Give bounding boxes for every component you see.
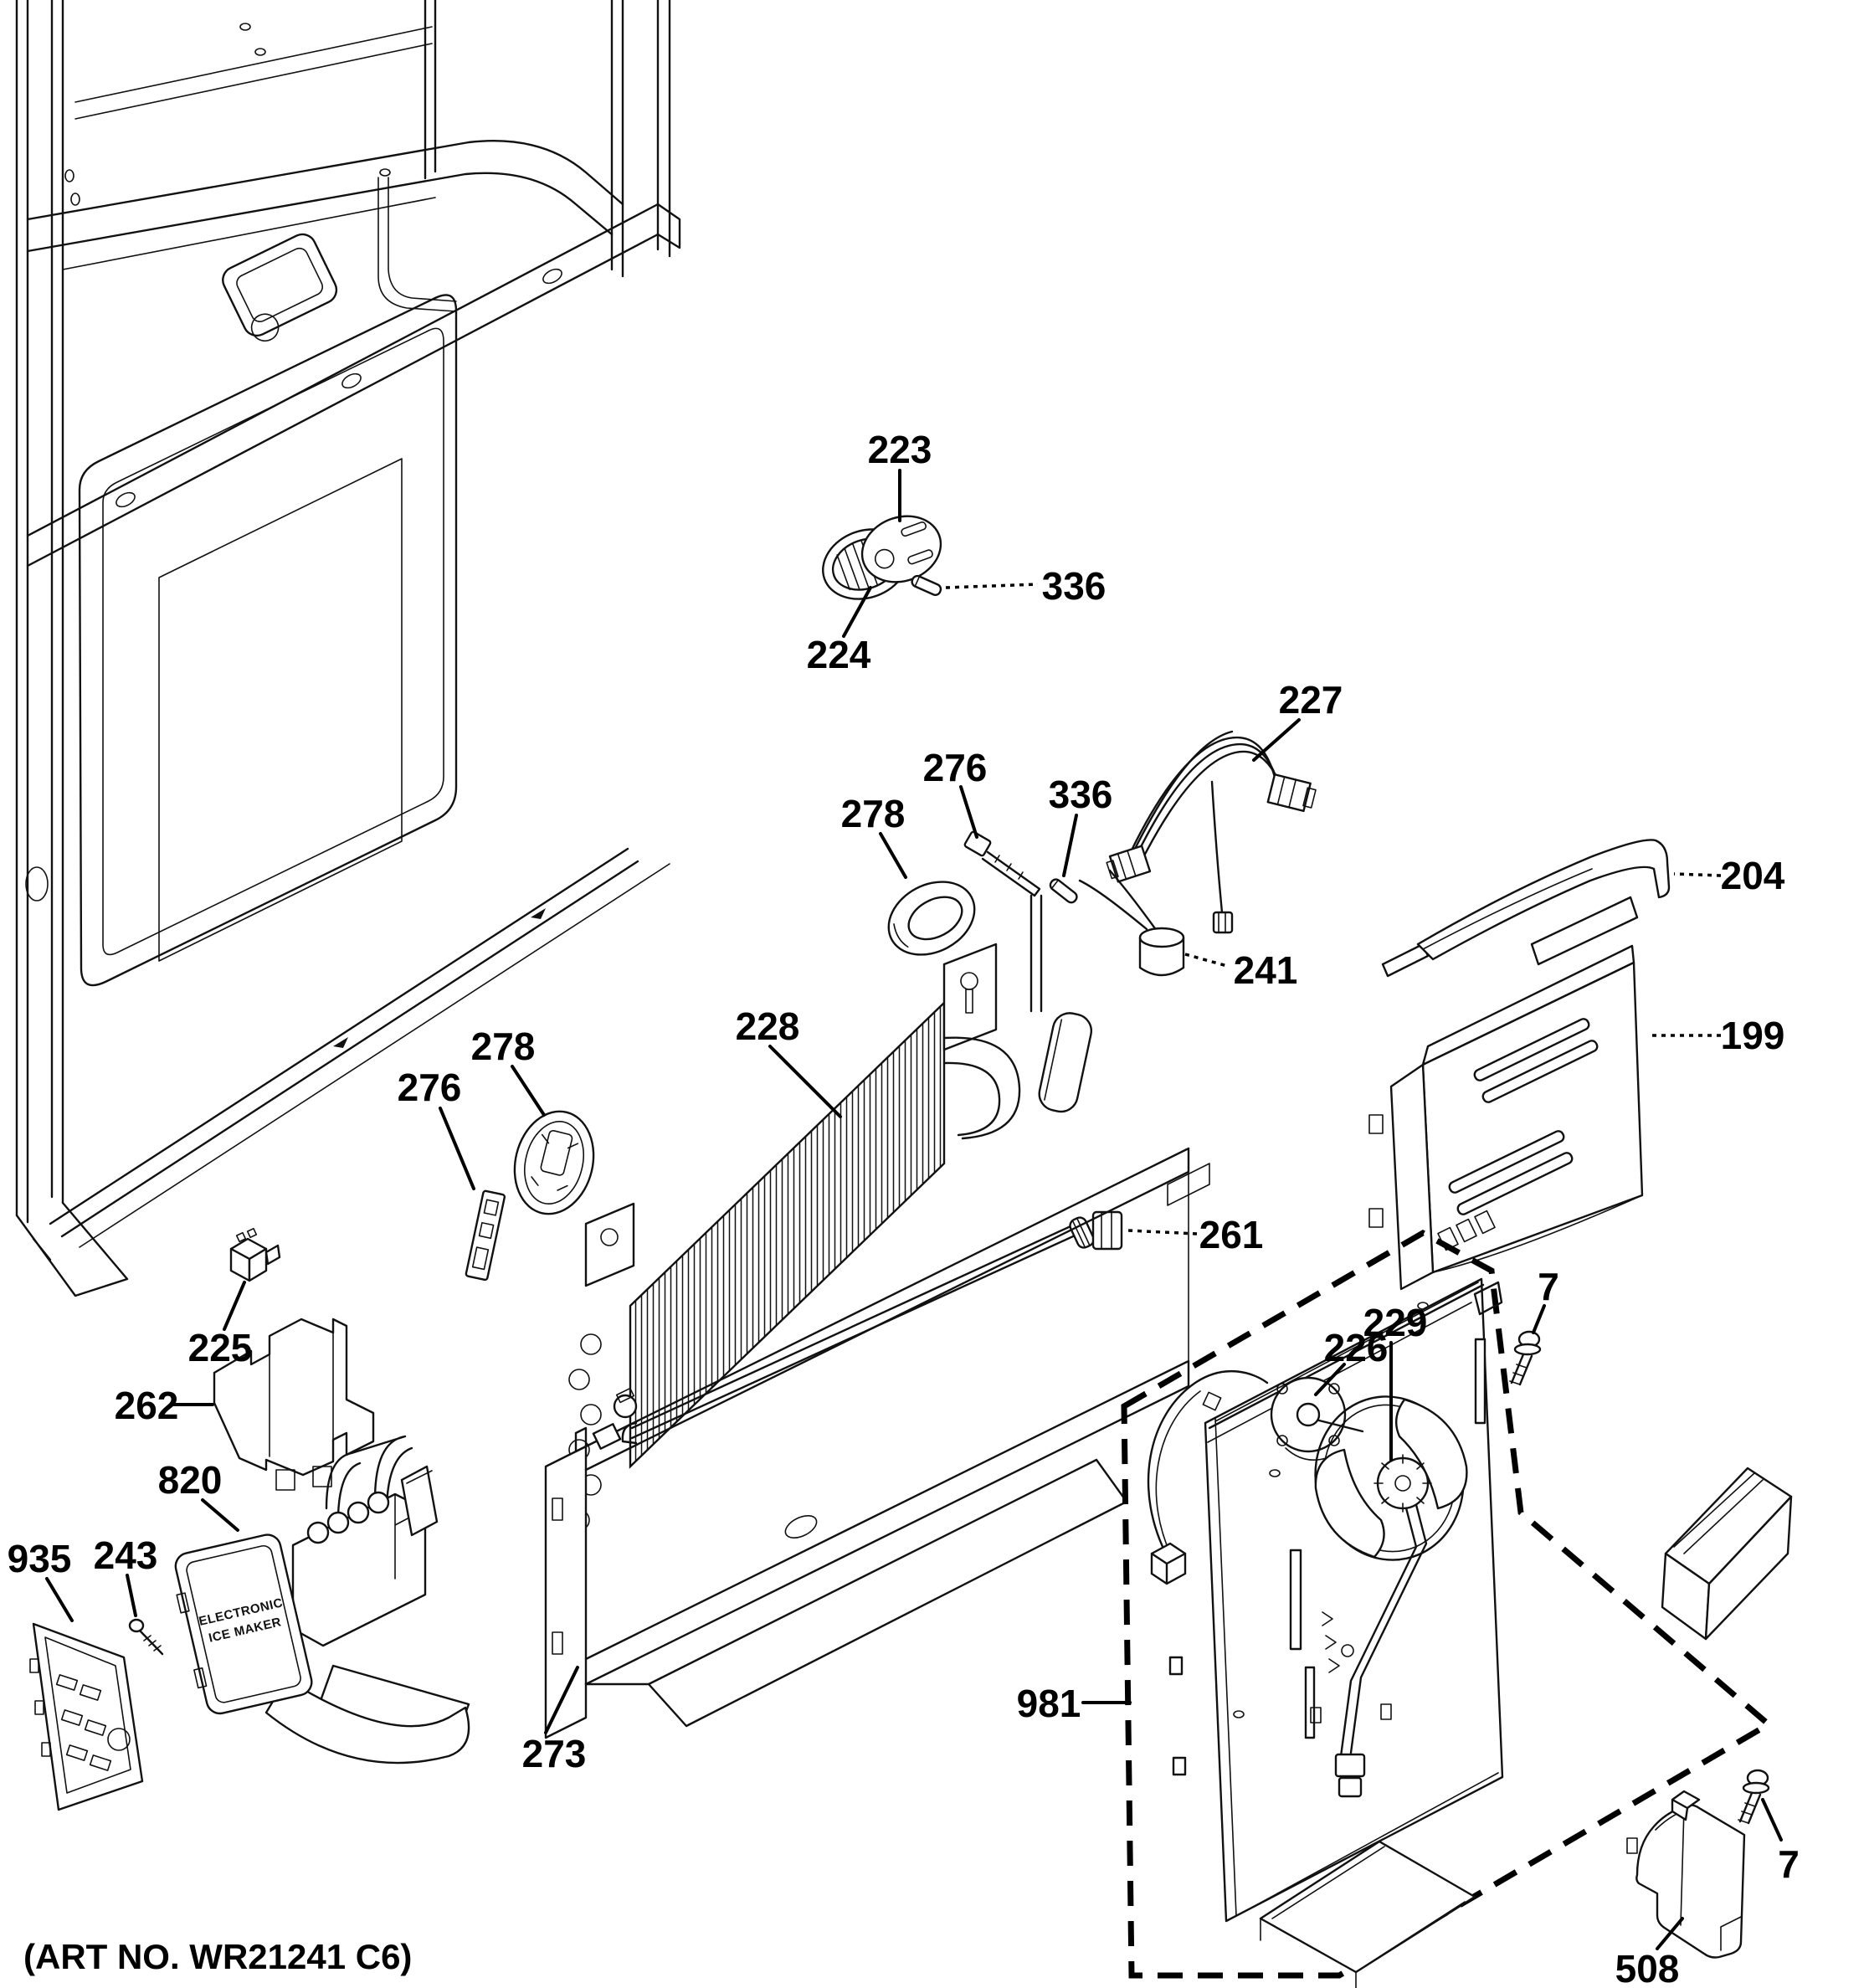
- callout-336-middle: 336: [1049, 773, 1113, 816]
- leader-224: [842, 586, 872, 638]
- pin-336-middle: [1049, 878, 1078, 904]
- leader-276-upper: [959, 785, 978, 839]
- heater-connector-261: [1069, 1210, 1123, 1251]
- callout-7-lower: 7: [1778, 1842, 1800, 1886]
- leader-276-left: [439, 1107, 475, 1190]
- leader-7-upper: [1532, 1304, 1546, 1334]
- trim-handle-204: [1381, 839, 1671, 978]
- refrigerator-cabinet: [15, 0, 681, 1297]
- leader-228: [768, 1045, 842, 1118]
- leader-204: [1673, 872, 1722, 877]
- access-cover-935: [29, 1622, 144, 1811]
- leader-261: [1127, 1229, 1198, 1235]
- screw-243: [128, 1618, 164, 1656]
- leader-935: [45, 1577, 74, 1622]
- callout-261: 261: [1199, 1213, 1264, 1256]
- icemaker-820: ELECTRONIC ICE MAKER: [174, 1435, 470, 1765]
- callout-273: 273: [522, 1732, 587, 1775]
- callout-226: 226: [1324, 1326, 1389, 1369]
- screw-7-upper: [1509, 1330, 1542, 1386]
- evaporator-228: [568, 894, 1093, 1531]
- callout-278-left: 278: [471, 1025, 536, 1068]
- leader-336-upper: [945, 583, 1039, 589]
- fill-funnel-262: [213, 1318, 375, 1491]
- grommet-278-upper: [887, 881, 976, 956]
- evaporator-cover-199: [1368, 896, 1644, 1291]
- callout-981: 981: [1017, 1682, 1081, 1725]
- leader-226: [1314, 1363, 1346, 1396]
- leader-273: [544, 1666, 579, 1734]
- leader-227: [1252, 718, 1301, 762]
- defrost-sensor-276-upper: [963, 830, 1041, 897]
- drain-pan-273: [544, 1147, 1210, 1739]
- leader-241: [1184, 953, 1228, 968]
- leader-820: [201, 1498, 239, 1532]
- leader-278-left: [511, 1065, 546, 1117]
- callout-276-left: 276: [398, 1066, 462, 1109]
- leader-225: [223, 1281, 246, 1331]
- callout-224: 224: [807, 633, 871, 676]
- callout-204: 204: [1721, 854, 1785, 897]
- callout-276-upper: 276: [923, 746, 988, 789]
- callout-243: 243: [94, 1533, 158, 1577]
- callout-262: 262: [115, 1384, 179, 1427]
- screw-7-lower: [1738, 1769, 1770, 1825]
- leader-lines: [45, 469, 1783, 1950]
- callout-229: 229: [1363, 1301, 1428, 1344]
- callout-508: 508: [1615, 1947, 1680, 1988]
- duct-door-278-left: [513, 1110, 595, 1215]
- callout-278-upper: 278: [841, 792, 906, 835]
- callout-227: 227: [1279, 678, 1343, 722]
- drain-trough-cover-508: [1626, 1790, 1746, 1959]
- pin-336-upper: [911, 574, 942, 596]
- callout-241: 241: [1234, 948, 1298, 992]
- callout-199: 199: [1721, 1014, 1785, 1057]
- kit-dashed-outline: [1121, 1229, 1774, 1979]
- thermistor-board-276-left: [465, 1189, 506, 1282]
- callout-228: 228: [736, 1004, 800, 1048]
- leader-278-upper: [879, 832, 907, 879]
- callout-7-upper: 7: [1538, 1265, 1559, 1308]
- leader-7-lower: [1761, 1798, 1783, 1842]
- callout-820: 820: [158, 1458, 223, 1502]
- fan-blade-229: [1314, 1395, 1468, 1561]
- wire-harness-227: [1106, 730, 1317, 934]
- callout-223: 223: [868, 428, 932, 471]
- leader-243: [126, 1574, 137, 1617]
- leader-336-middle: [1062, 814, 1078, 877]
- leader-508: [1656, 1917, 1684, 1950]
- callout-labels: 223 224 336 227 276 278 336 241 228 204 …: [8, 428, 1800, 1988]
- callout-225: 225: [188, 1326, 253, 1369]
- art-number: (ART NO. WR21241 C6): [23, 1937, 412, 1976]
- run-capacitor-241: [1078, 869, 1185, 977]
- switch-225: [229, 1227, 281, 1282]
- callout-935: 935: [8, 1537, 72, 1580]
- callout-336-upper: 336: [1042, 564, 1107, 608]
